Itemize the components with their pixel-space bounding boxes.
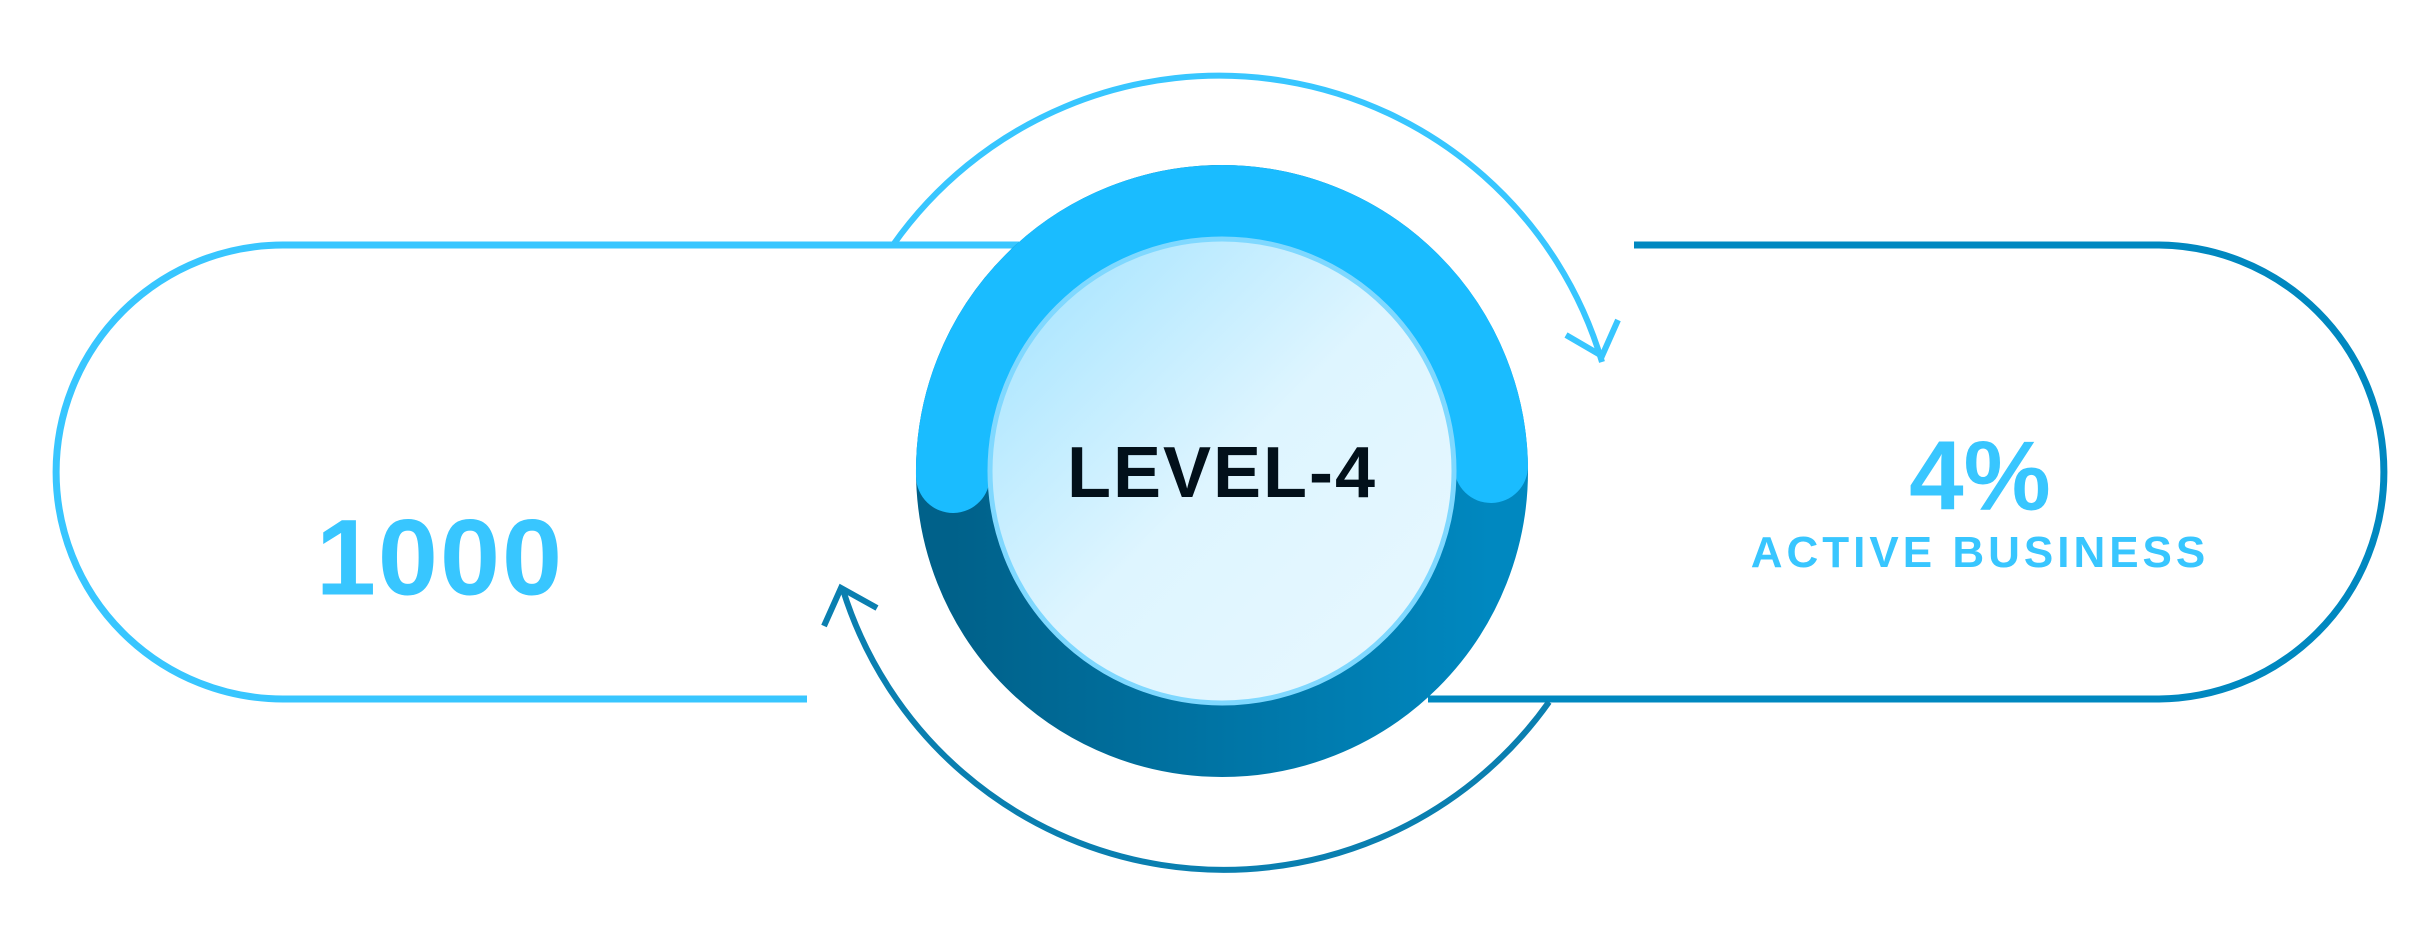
left-value: 1000 — [315, 496, 565, 618]
right-pill-outline — [1428, 241, 2388, 703]
right-label: ACTIVE BUSINESS — [1750, 528, 2210, 577]
ring-top — [915, 165, 1528, 513]
bottom-arrow-head-icon — [821, 583, 879, 628]
right-value: 4% — [1909, 420, 2051, 531]
center-disc — [987, 236, 1457, 706]
top-cycle-arc — [890, 72, 1605, 363]
bottom-cycle-arc — [840, 589, 1552, 873]
left-pill-outline — [52, 241, 1019, 703]
center-level-label: LEVEL-4 — [1066, 433, 1378, 513]
top-arrow-head-icon — [1564, 318, 1621, 361]
